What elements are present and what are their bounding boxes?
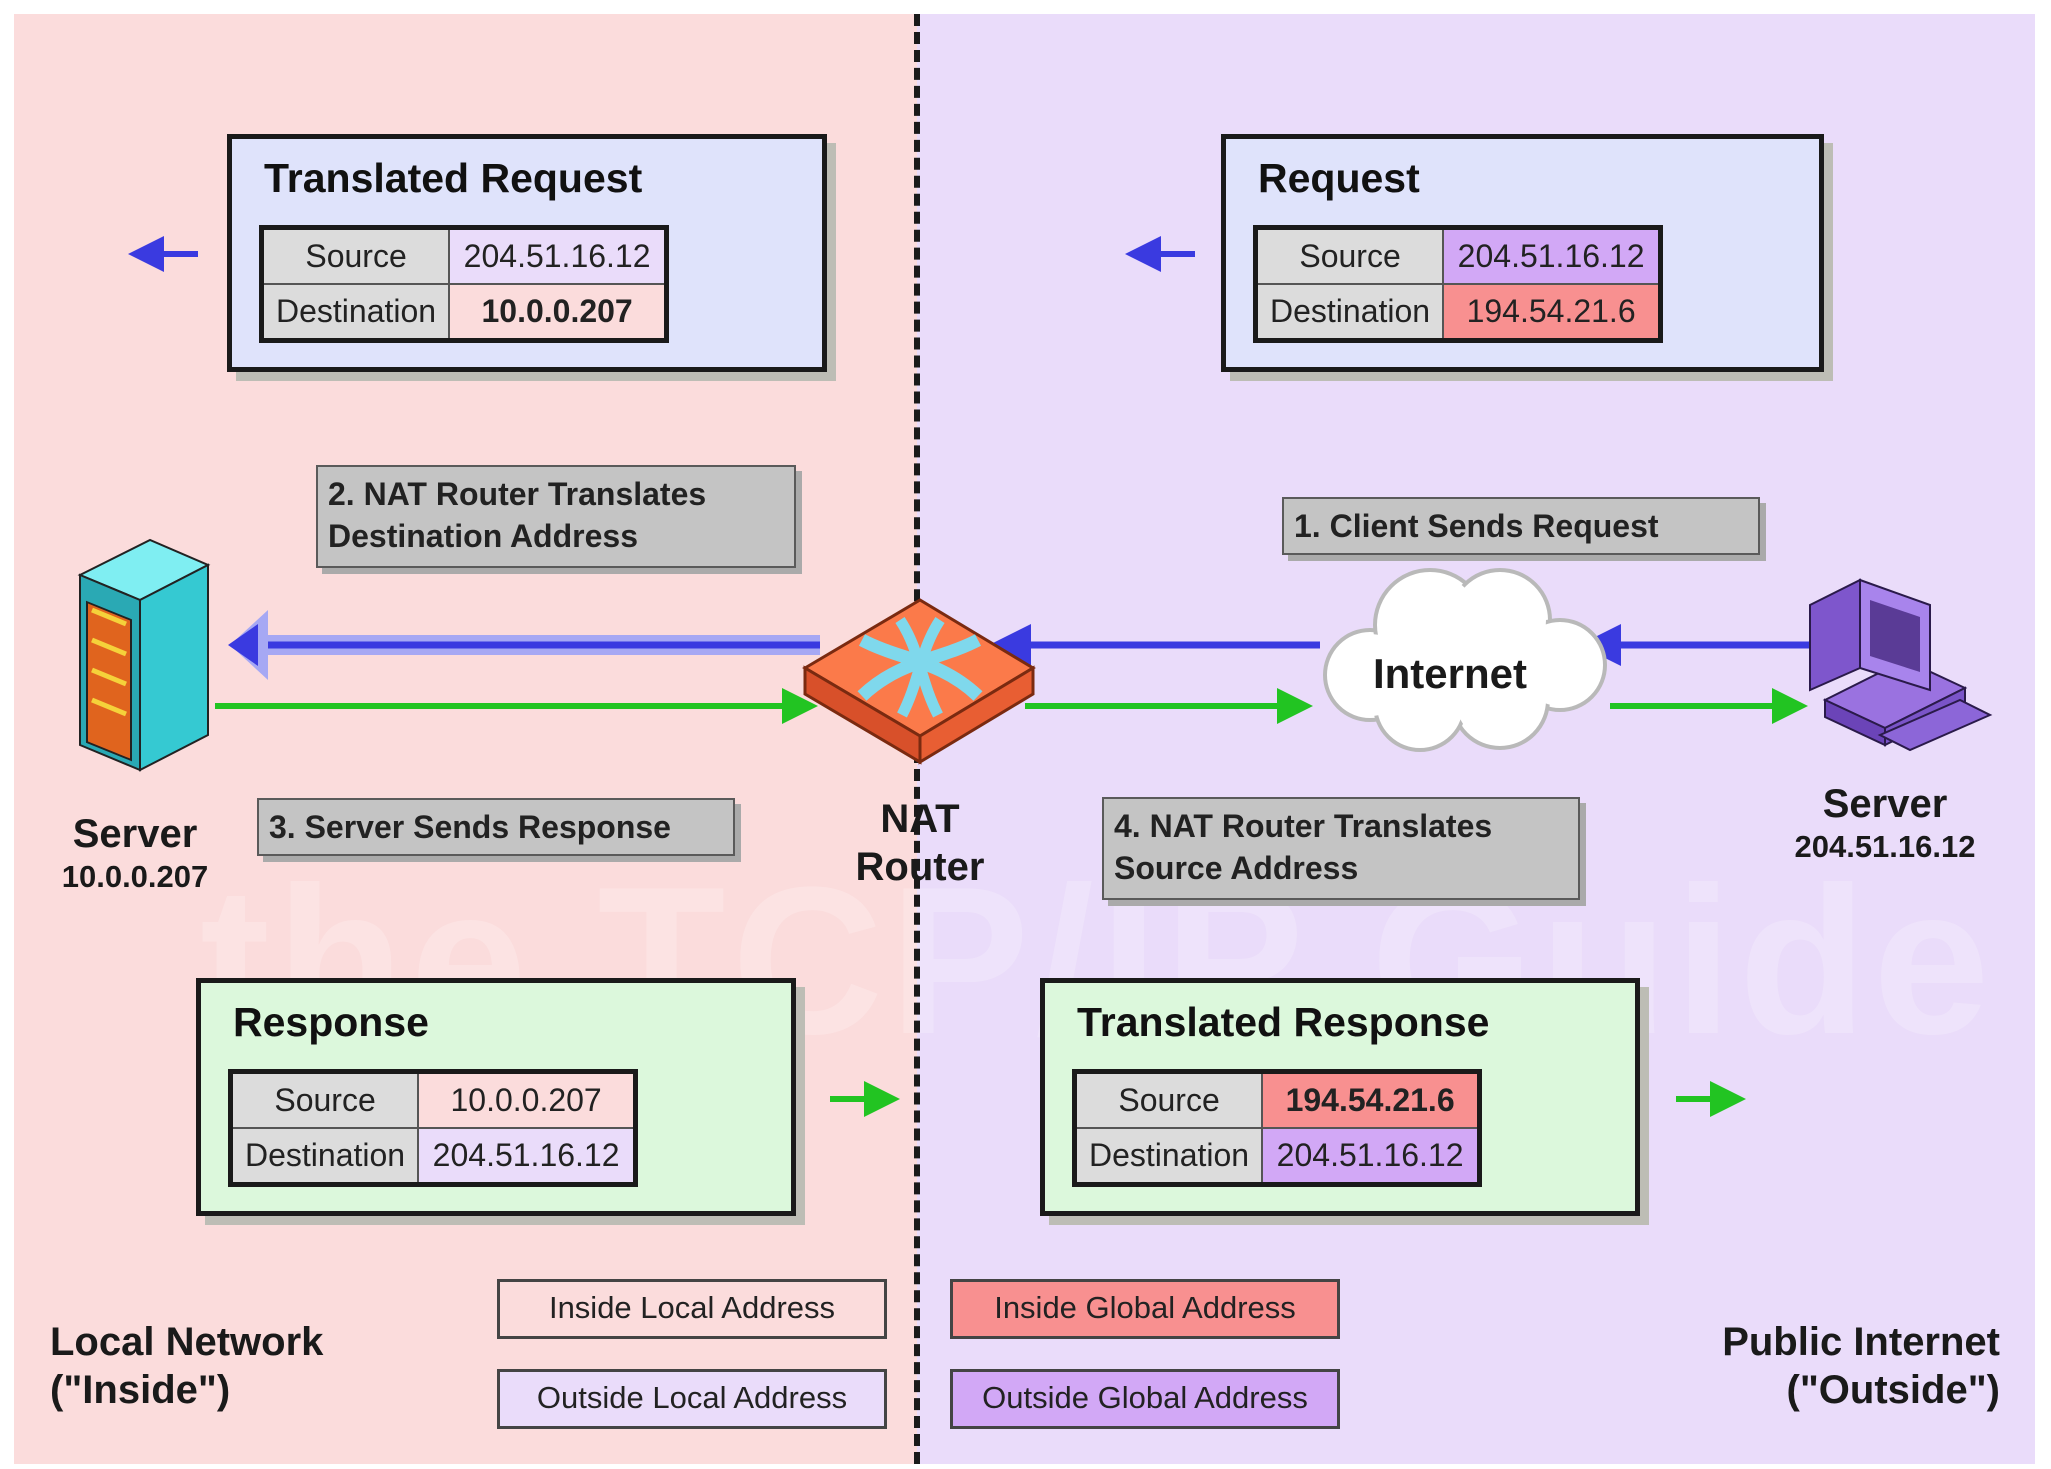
router-label: NAT Router xyxy=(820,795,1020,891)
desktop-computer-icon xyxy=(1809,578,1993,752)
address-table: Source 204.51.16.12 Destination 194.54.2… xyxy=(1253,225,1664,343)
source-label: Source xyxy=(1254,226,1445,285)
step-2-line-1: 2. NAT Router Translates xyxy=(328,476,707,512)
step-3-box: 3. Server Sends Response xyxy=(257,798,735,856)
table-row: Source 204.51.16.12 xyxy=(1254,226,1662,285)
step-3-text: 3. Server Sends Response xyxy=(269,809,671,845)
source-label: Source xyxy=(229,1070,420,1129)
local-server-name: Server xyxy=(72,812,198,856)
source-value: 10.0.0.207 xyxy=(417,1070,637,1129)
cloud-icon xyxy=(1323,568,1607,752)
destination-value: 204.51.16.12 xyxy=(1261,1127,1481,1186)
step-2-line-2: Destination Address xyxy=(328,518,638,554)
table-row: Source 204.51.16.12 xyxy=(260,226,668,285)
source-value: 194.54.21.6 xyxy=(1261,1070,1481,1129)
router-label-line-2: Router xyxy=(855,845,985,889)
local-network-line-1: Local Network xyxy=(50,1320,324,1364)
source-label: Source xyxy=(260,226,451,285)
router-icon xyxy=(802,598,1036,765)
address-table: Source 194.54.21.6 Destination 204.51.16… xyxy=(1072,1069,1483,1187)
table-row: Destination 204.51.16.12 xyxy=(229,1127,637,1186)
destination-value: 204.51.16.12 xyxy=(417,1127,637,1186)
panel-title: Translated Request xyxy=(264,155,643,201)
source-value: 204.51.16.12 xyxy=(448,226,668,285)
legend-outside-global: Outside Global Address xyxy=(950,1369,1340,1429)
destination-value: 10.0.0.207 xyxy=(448,283,668,342)
legend-outside-local: Outside Local Address xyxy=(497,1369,887,1429)
local-server-ip: 10.0.0.207 xyxy=(61,859,209,894)
router-label-line-1: NAT xyxy=(880,797,960,841)
panel-title: Translated Response xyxy=(1077,999,1490,1045)
step-2-box: 2. NAT Router Translates Destination Add… xyxy=(316,465,796,568)
local-server-label: Server 10.0.0.207 xyxy=(40,812,230,895)
step-1-box: 1. Client Sends Request xyxy=(1282,497,1760,555)
public-internet-caption: Public Internet ("Outside") xyxy=(1600,1318,2000,1414)
internet-label: Internet xyxy=(1372,650,1527,697)
source-value: 204.51.16.12 xyxy=(1442,226,1662,285)
address-table: Source 204.51.16.12 Destination 10.0.0.2… xyxy=(259,225,670,343)
panel-title: Request xyxy=(1258,155,1420,201)
table-row: Destination 204.51.16.12 xyxy=(1073,1127,1481,1186)
table-row: Source 194.54.21.6 xyxy=(1073,1070,1481,1129)
step-4-line-1: 4. NAT Router Translates xyxy=(1114,808,1493,844)
legend-inside-local: Inside Local Address xyxy=(497,1279,887,1339)
request-flow-arrow xyxy=(228,610,1810,680)
destination-label: Destination xyxy=(260,283,451,342)
source-label: Source xyxy=(1073,1070,1264,1129)
table-row: Destination 10.0.0.207 xyxy=(260,283,668,342)
destination-value: 194.54.21.6 xyxy=(1442,283,1662,342)
response-panel: Response Source 10.0.0.207 Destination 2… xyxy=(196,978,796,1216)
step-4-line-2: Source Address xyxy=(1114,850,1359,886)
address-table: Source 10.0.0.207 Destination 204.51.16.… xyxy=(228,1069,639,1187)
panel-title: Response xyxy=(233,999,429,1045)
legend-inside-global: Inside Global Address xyxy=(950,1279,1340,1339)
table-row: Destination 194.54.21.6 xyxy=(1254,283,1662,342)
destination-label: Destination xyxy=(1073,1127,1264,1186)
table-row: Source 10.0.0.207 xyxy=(229,1070,637,1129)
step-4-box: 4. NAT Router Translates Source Address xyxy=(1102,797,1580,900)
translated-request-panel: Translated Request Source 204.51.16.12 D… xyxy=(227,134,827,372)
destination-label: Destination xyxy=(1254,283,1445,342)
remote-server-label: Server 204.51.16.12 xyxy=(1770,782,2000,865)
remote-server-name: Server xyxy=(1822,782,1948,826)
translated-response-panel: Translated Response Source 194.54.21.6 D… xyxy=(1040,978,1640,1216)
destination-label: Destination xyxy=(229,1127,420,1186)
server-tower-icon xyxy=(77,538,211,772)
request-panel: Request Source 204.51.16.12 Destination … xyxy=(1221,134,1824,372)
public-internet-line-2: ("Outside") xyxy=(1786,1368,2000,1412)
local-network-line-2: ("Inside") xyxy=(50,1368,231,1412)
public-internet-line-1: Public Internet xyxy=(1722,1320,2000,1364)
local-network-caption: Local Network ("Inside") xyxy=(50,1318,323,1414)
step-1-text: 1. Client Sends Request xyxy=(1294,508,1659,544)
remote-server-ip: 204.51.16.12 xyxy=(1794,829,1976,864)
